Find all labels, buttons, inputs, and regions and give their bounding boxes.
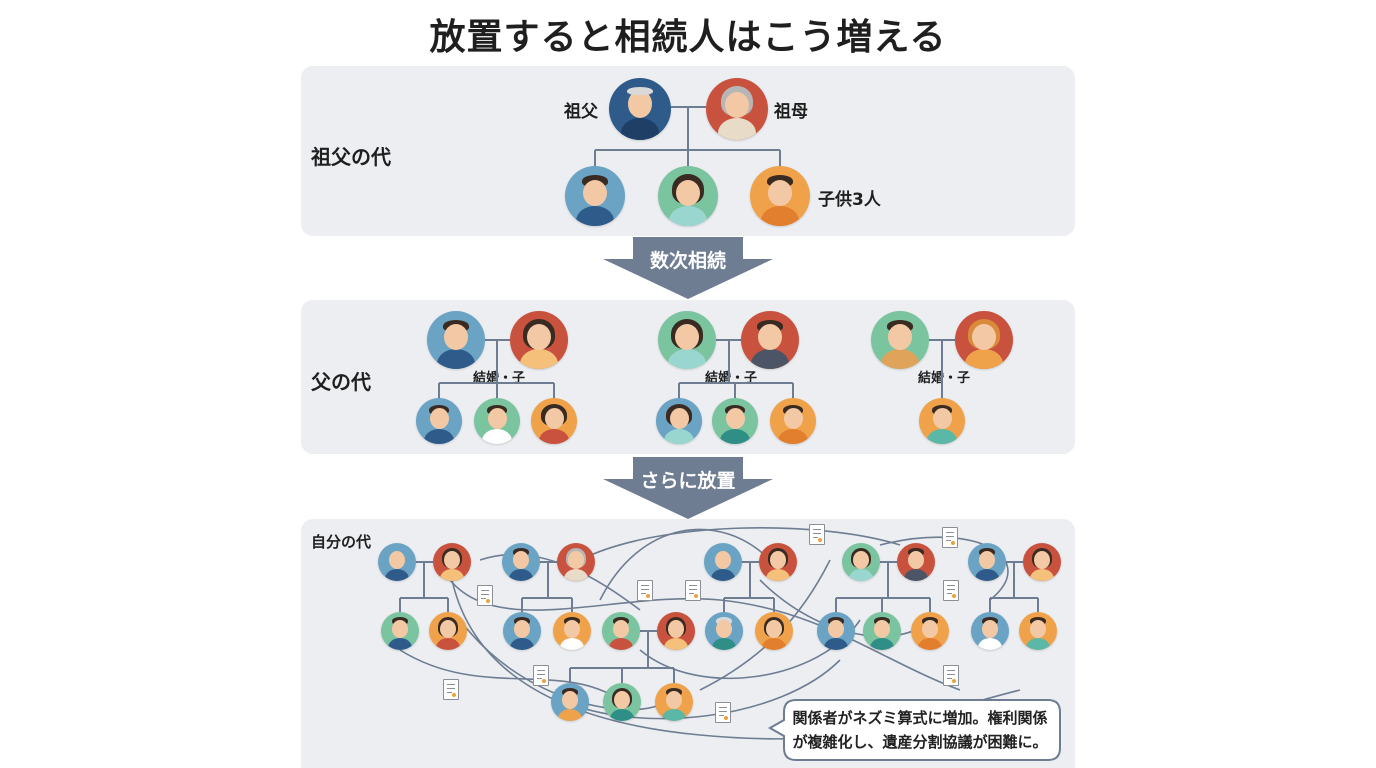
self-gen-avatar-10 [1023,543,1061,581]
document-icon [685,580,701,601]
self-gen-avatar-9 [968,543,1006,581]
document-icon [942,527,958,548]
self-gen-avatar-2 [433,543,471,581]
document-icon [715,702,731,723]
self-gen-avatar-21 [911,612,949,650]
self-gen-avatar-4 [557,543,595,581]
self-generation-label: 自分の代 [311,533,372,551]
grandfather-avatar [609,78,671,140]
document-icon [637,580,653,601]
parent-avatar-2b [741,311,799,369]
grandchild-avatar-2 [474,398,520,444]
parent-generation-label: 父の代 [311,370,371,394]
self-gen-avatar-19 [817,612,855,650]
family-label-3: 結婚・子 [918,371,971,386]
document-icon [477,585,493,606]
callout-line-1: 関係者がネズミ算式に増加。権利関係 [792,709,1048,727]
self-gen-avatar-16 [657,612,695,650]
self-gen-avatar-8 [897,543,935,581]
document-icon [443,679,459,700]
self-gen-avatar-18 [755,612,793,650]
grandchild-avatar-6 [770,398,816,444]
child-avatar-2 [658,166,718,226]
arrow-neglect-label: さらに放置 [640,470,736,492]
self-gen-avatar-3 [502,543,540,581]
document-icon [943,665,959,686]
grandmother-label: 祖母 [774,102,808,122]
grandfather-label: 祖父 [564,102,598,122]
self-gen-avatar-13 [503,612,541,650]
grandchild-avatar-4 [656,398,702,444]
self-gen-avatar-1 [378,543,416,581]
parent-avatar-2a [658,311,716,369]
child-avatar-3 [750,166,810,226]
self-gen-avatar-12 [429,612,467,650]
self-gen-avatar-5 [704,543,742,581]
self-gen-avatar-22 [971,612,1009,650]
document-icon [943,580,959,601]
self-gen-avatar-26 [655,683,693,721]
document-icon [533,665,549,686]
callout-text: 関係者がネズミ算式に増加。権利関係 が複雑化し、遺産分割協議が困難に。 [786,706,1054,754]
parent-avatar-1b [510,311,568,369]
self-gen-avatar-24 [551,683,589,721]
arrow-inheritance-label: 数次相続 [649,250,726,272]
callout-line-2: が複雑化し、遺産分割協議が困難に。 [792,733,1048,751]
self-gen-avatar-23 [1019,612,1057,650]
page-title: 放置すると相続人はこう増える [429,17,947,58]
self-gen-avatar-17 [705,612,743,650]
grandchild-avatar-5 [712,398,758,444]
document-icon [809,524,825,545]
self-gen-avatar-6 [759,543,797,581]
child-avatar-1 [565,166,625,226]
grandchild-avatar-7 [919,398,965,444]
parent-avatar-1a [427,311,485,369]
grandchild-avatar-1 [416,398,462,444]
parent-avatar-3b [955,311,1013,369]
children-count-label: 子供3人 [818,190,881,210]
self-gen-avatar-15 [602,612,640,650]
self-gen-avatar-14 [553,612,591,650]
callout-bubble [767,699,1061,761]
self-gen-avatar-25 [603,683,641,721]
grandparent-generation-label: 祖父の代 [311,145,391,169]
parent-avatar-3a [871,311,929,369]
self-gen-avatar-7 [842,543,880,581]
self-gen-avatar-11 [381,612,419,650]
self-gen-avatar-20 [863,612,901,650]
grandchild-avatar-3 [531,398,577,444]
grandmother-avatar [706,78,768,140]
